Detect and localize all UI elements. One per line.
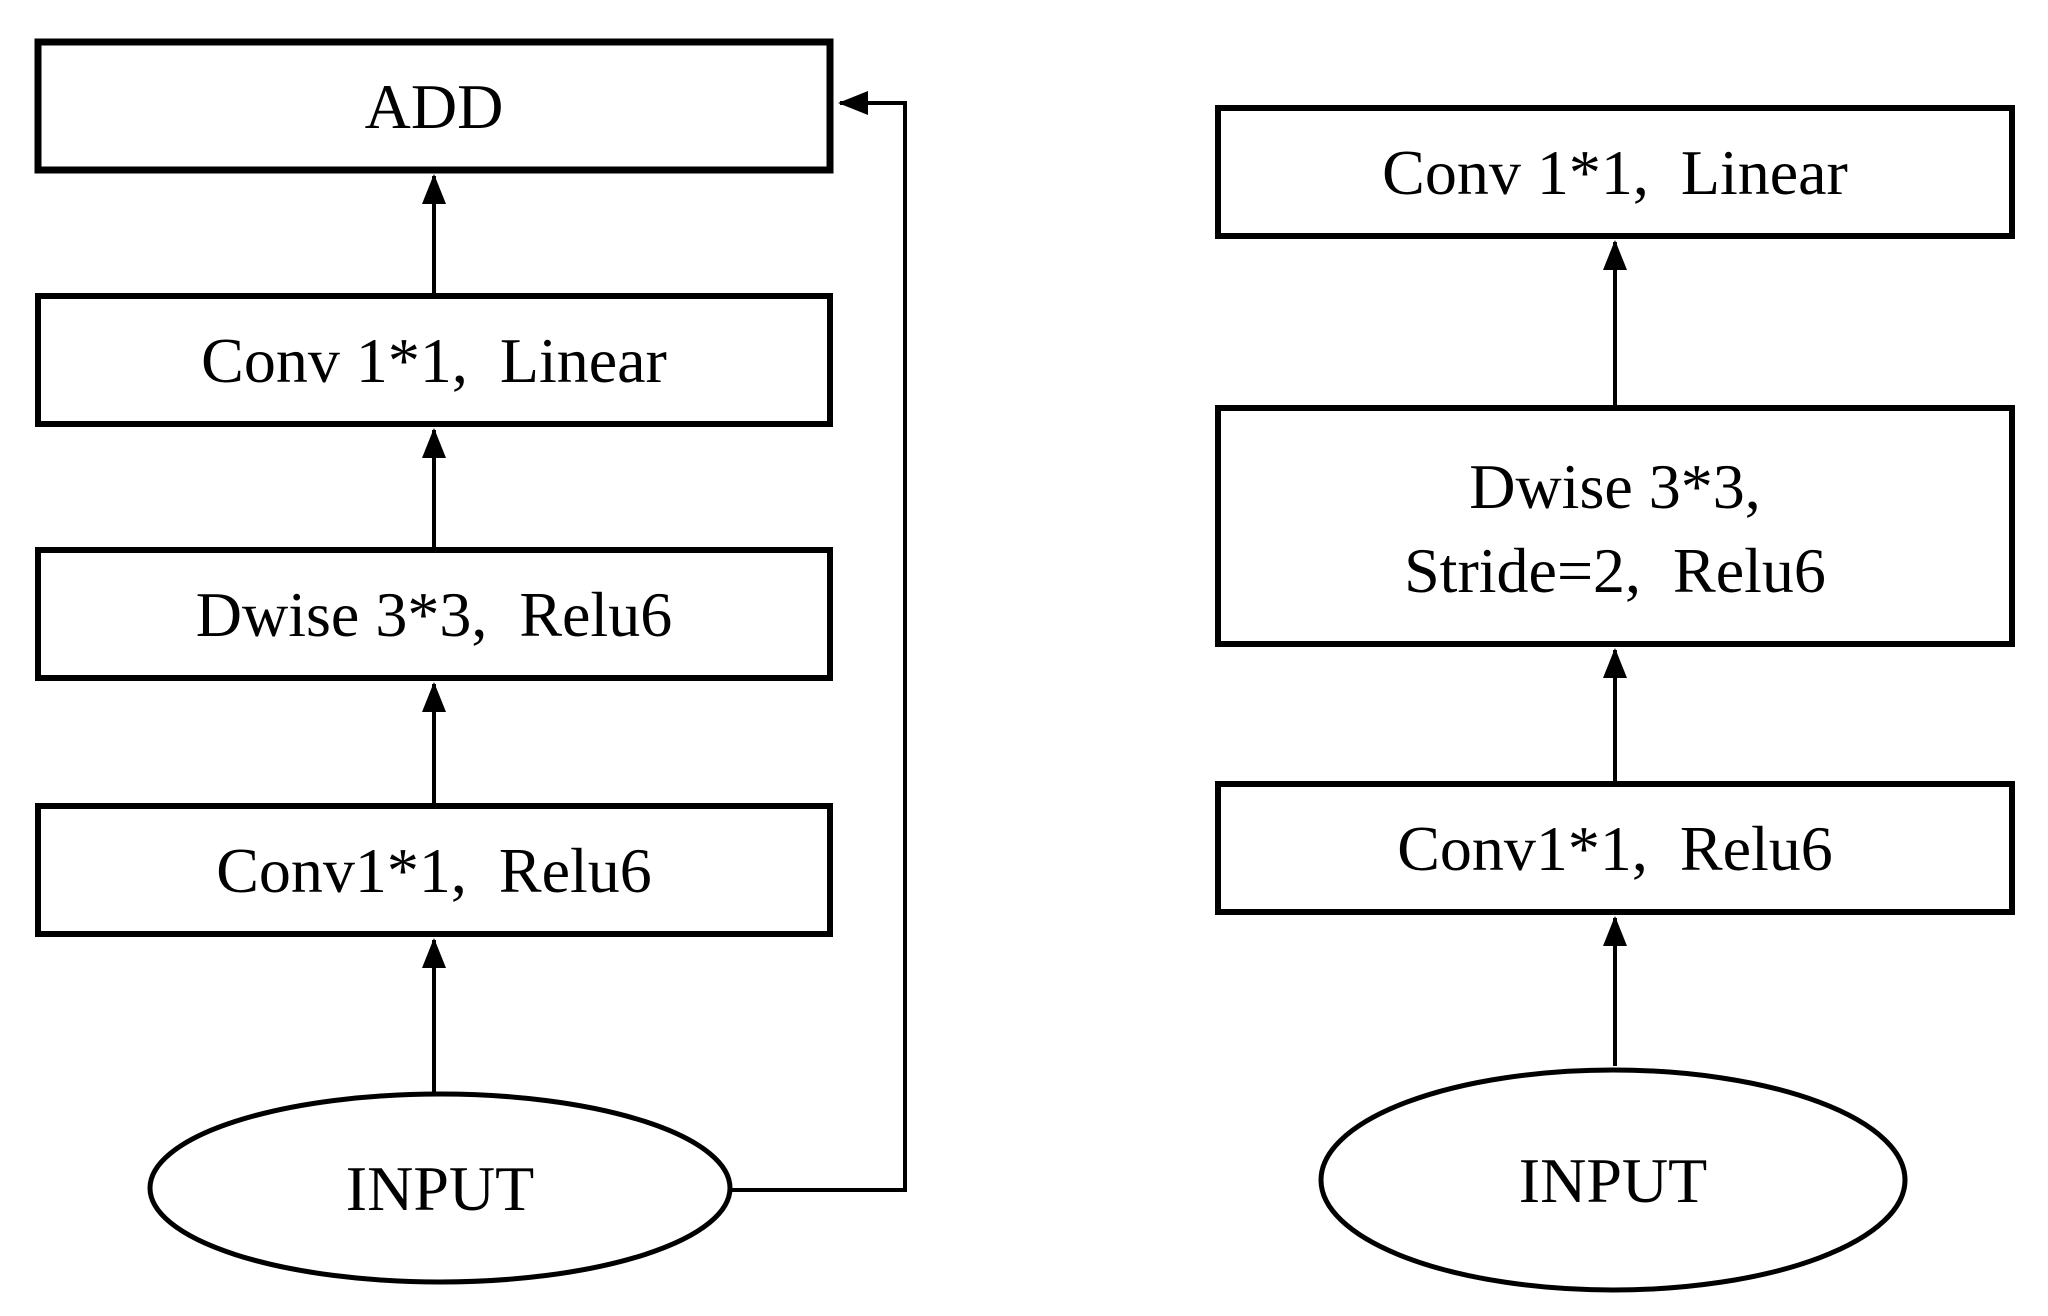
conv-relu-node-left xyxy=(35,803,833,937)
dwise-node-right xyxy=(1215,405,2015,647)
conv-linear-node-right xyxy=(1215,105,2015,239)
dwise-label-left: Dwise 3*3, Relu6 xyxy=(196,579,672,650)
conv-linear-label-right: Conv 1*1, Linear xyxy=(1382,137,1848,208)
conv-linear-node-left xyxy=(35,293,833,427)
conv-relu-label-right: Conv1*1, Relu6 xyxy=(1397,813,1833,884)
input-label-right: INPUT xyxy=(1519,1145,1707,1216)
add-node-box xyxy=(34,38,834,174)
input-node-right xyxy=(1318,1067,1908,1293)
dwise-label-line1-right: Dwise 3*3, xyxy=(1469,451,1761,522)
stride1-block-diagram: ADD Conv 1*1, Linear Dwise 3*3, Relu6 Co… xyxy=(34,38,907,1285)
conv-relu-label-left: Conv1*1, Relu6 xyxy=(216,835,652,906)
skip-connection-arrow xyxy=(730,91,907,1192)
input-label-left: INPUT xyxy=(346,1153,534,1224)
add-node-label: ADD xyxy=(365,71,504,142)
input-node-left xyxy=(147,1091,733,1285)
conv-linear-label-left: Conv 1*1, Linear xyxy=(201,325,667,396)
dwise-label-line2-right: Stride=2, Relu6 xyxy=(1404,535,1826,606)
stride2-block-diagram: Conv 1*1, Linear Dwise 3*3, Stride=2, Re… xyxy=(1215,105,2015,1293)
